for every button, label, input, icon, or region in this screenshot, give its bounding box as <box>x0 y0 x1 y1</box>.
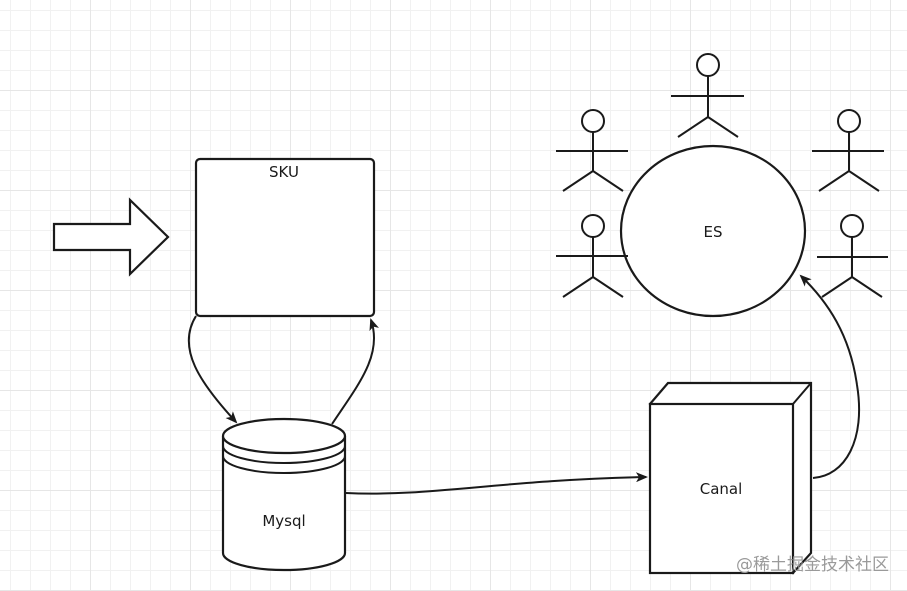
edge-mysql-to-canal <box>345 472 648 495</box>
actor-icon-upper-left <box>556 109 628 192</box>
canal-node[interactable]: Canal <box>648 381 813 575</box>
edge-mysql-to-sku <box>331 318 379 425</box>
actor-icon-upper-right <box>812 109 884 192</box>
edge-canal-to-es <box>799 274 861 479</box>
edge-sku-to-mysql <box>187 315 238 424</box>
es-label: ES <box>704 223 723 241</box>
mysql-node[interactable]: Mysql <box>221 417 347 572</box>
sku-node[interactable]: SKU <box>194 157 376 318</box>
es-node[interactable]: ES <box>619 144 807 318</box>
sku-label: SKU <box>269 163 299 181</box>
watermark: @稀土掘金技术社区 <box>736 555 889 575</box>
actor-icon-lower-left <box>556 214 628 298</box>
actor-icon-top <box>671 53 744 138</box>
mysql-label: Mysql <box>262 512 305 530</box>
canal-label: Canal <box>700 480 743 498</box>
actor-icon-lower-right <box>817 214 888 298</box>
input-arrow <box>52 197 170 277</box>
